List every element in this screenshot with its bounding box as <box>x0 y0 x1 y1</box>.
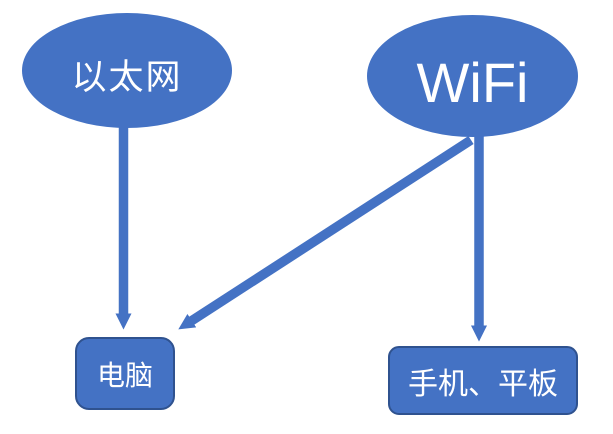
node-wifi-label: WiFi <box>416 50 529 114</box>
node-wifi: WiFi <box>367 15 578 137</box>
node-ethernet-label: 以太网 <box>71 58 183 97</box>
node-computer: 电脑 <box>75 337 175 410</box>
node-mobile: 手机、平板 <box>388 346 578 415</box>
node-computer-label: 电脑 <box>96 359 153 391</box>
node-mobile-label: 手机、平板 <box>408 367 558 401</box>
node-ethernet: 以太网 <box>22 13 232 128</box>
arrow-wifi-to-computer <box>178 136 474 330</box>
